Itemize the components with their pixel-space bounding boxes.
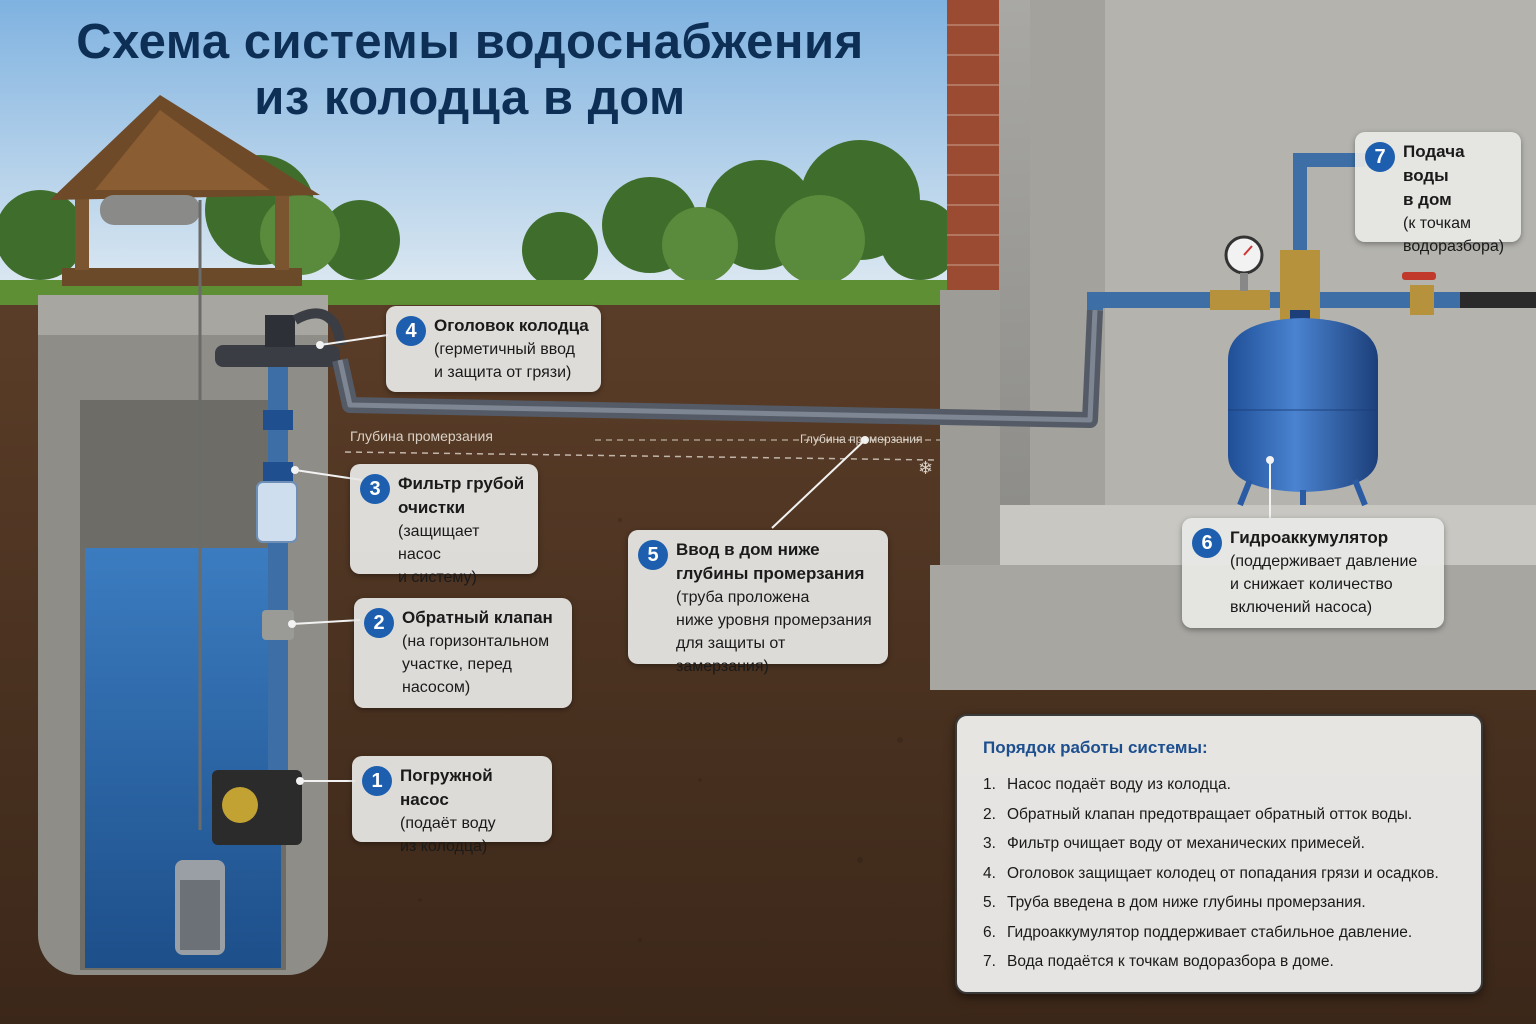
- step-text: Фильтр очищает воду от механических прим…: [1007, 835, 1365, 852]
- frost-depth-label-pipe: Глубина промерзания: [800, 432, 923, 446]
- step-item: 7. Вода подаётся к точкам водоразбора в д…: [983, 947, 1459, 977]
- callout-accumulator: 6 Гидроаккумулятор (поддерживает давлени…: [1182, 518, 1444, 628]
- callout-desc: (герметичный ввод: [434, 341, 575, 358]
- callout-number: 2: [364, 608, 394, 638]
- callout-desc: (подаёт воду: [400, 815, 496, 832]
- callout-filter: 3 Фильтр грубой очистки (защищает насос …: [350, 464, 538, 586]
- step-number: 7.: [983, 953, 996, 970]
- step-item: 6. Гидроаккумулятор поддерживает стабильн…: [983, 918, 1459, 948]
- callout-title: Фильтр грубой: [398, 474, 525, 493]
- step-item: 2. Обратный клапан предотвращает обратный…: [983, 800, 1459, 830]
- callout-well-head: 4 Оголовок колодца (герметичный ввод и з…: [386, 306, 601, 392]
- steps-list: 1. Насос подаёт воду из колодца. 2. Обратн…: [983, 770, 1459, 977]
- callout-desc: (к точкам: [1403, 215, 1472, 232]
- page-title: Схема системы водоснабжения из колодца в…: [30, 14, 910, 126]
- callout-desc: включений насоса): [1230, 599, 1373, 616]
- callout-title: в дом: [1403, 190, 1452, 209]
- step-number: 6.: [983, 923, 996, 941]
- step-number: 4.: [983, 864, 996, 882]
- callout-number: 4: [396, 316, 426, 346]
- frost-depth-label: Глубина промерзания: [350, 428, 493, 444]
- callout-desc: из колодца): [400, 838, 488, 855]
- step-item: 4. Оголовок защищает колодец от попадания…: [983, 859, 1459, 889]
- callout-house-entry: 5 Ввод в дом ниже глубины промерзания (т…: [628, 530, 888, 675]
- callout-desc: участке, перед: [402, 656, 512, 673]
- system-steps-panel: Порядок работы системы: 1. Насос подаёт в…: [955, 714, 1483, 994]
- step-item: 1. Насос подаёт воду из колодца.: [983, 770, 1459, 800]
- title-line-2: из колодца в дом: [254, 71, 686, 125]
- callout-desc: для защиты от замерзания): [676, 635, 786, 675]
- callout-desc: насосом): [402, 679, 471, 696]
- callout-desc: (труба проложена: [676, 589, 810, 606]
- step-text: Вода подаётся к точкам водоразбора в дом…: [1007, 953, 1334, 970]
- step-number: 2.: [983, 805, 996, 823]
- step-text: Труба введена в дом ниже глубины промерз…: [1007, 894, 1366, 911]
- callout-pump: 1 Погружной насос (подаёт воду из колодц…: [352, 756, 552, 855]
- callout-desc: и защита от грязи): [434, 364, 572, 381]
- step-item: 3. Фильтр очищает воду от механических пр…: [983, 829, 1459, 859]
- callout-title: глубины промерзания: [676, 564, 865, 583]
- callout-title: Гидроаккумулятор: [1230, 528, 1389, 547]
- callout-water-supply: 7 Подача воды в дом (к точкам водоразбор…: [1355, 132, 1521, 255]
- callout-number: 7: [1365, 142, 1395, 172]
- callout-title: Оголовок колодца: [434, 316, 589, 335]
- callout-desc: (на горизонтальном: [402, 633, 550, 650]
- callout-desc: и систему): [398, 569, 477, 586]
- snowflake-icon: ❄: [918, 458, 934, 478]
- step-text: Насос подаёт воду из колодца.: [1007, 776, 1231, 793]
- step-text: Обратный клапан предотвращает обратный о…: [1007, 805, 1413, 823]
- callout-title: Обратный клапан: [402, 608, 553, 627]
- callout-title: очистки: [398, 498, 466, 517]
- callout-check-valve: 2 Обратный клапан (на горизонтальном уча…: [354, 598, 572, 708]
- callout-title: Подача воды: [1403, 142, 1465, 185]
- step-text: Оголовок защищает колодец от попадания г…: [1007, 864, 1439, 882]
- callout-title: Ввод в дом ниже: [676, 540, 820, 559]
- steps-heading: Порядок работы системы:: [983, 738, 1208, 757]
- title-line-1: Схема системы водоснабжения: [76, 15, 864, 69]
- callout-desc: и снижает количество: [1230, 576, 1393, 593]
- step-text: Гидроаккумулятор поддерживает стабильное…: [1007, 923, 1413, 941]
- callout-number: 6: [1192, 528, 1222, 558]
- step-number: 1.: [983, 776, 996, 793]
- callout-number: 5: [638, 540, 668, 570]
- step-number: 3.: [983, 835, 996, 852]
- step-item: 5. Труба введена в дом ниже глубины проме…: [983, 888, 1459, 918]
- callout-number: 3: [360, 474, 390, 504]
- callout-title: Погружной насос: [400, 766, 493, 809]
- callout-desc: ниже уровня промерзания: [676, 612, 872, 629]
- callout-number: 1: [362, 766, 392, 796]
- step-number: 5.: [983, 894, 996, 911]
- callout-desc: (поддерживает давление: [1230, 553, 1418, 570]
- callout-desc: водоразбора): [1403, 238, 1505, 255]
- callout-desc: (защищает насос: [398, 523, 480, 563]
